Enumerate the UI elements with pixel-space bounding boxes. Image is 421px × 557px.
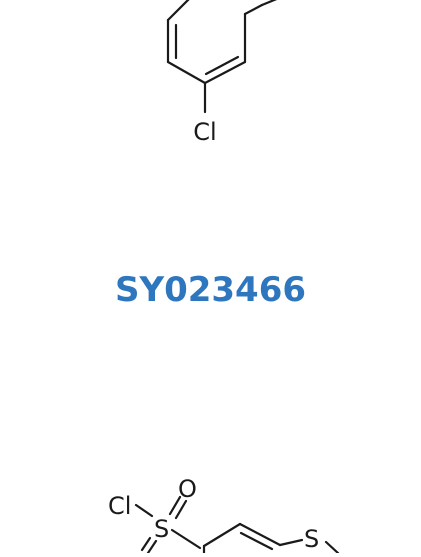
oxygen-atom-label: O — [178, 475, 197, 503]
s-o-double-bond-b — [174, 499, 188, 520]
substituent-stub-bond — [260, 0, 278, 7]
chlorine-atom-label: Cl — [193, 118, 216, 146]
s-o-lower-bond-a — [140, 536, 152, 552]
ring-bond-lower-right — [203, 60, 247, 85]
ring-bond-top-right-inner — [239, 531, 274, 551]
ring-bond-lower-left — [166, 60, 207, 85]
bottom-molecule: Cl S O S — [108, 475, 340, 555]
ring-sulfur-bond-down — [324, 540, 340, 555]
top-molecule: Cl — [166, 0, 278, 146]
ring-bond-top-right — [238, 522, 282, 547]
ring-bond-top — [202, 522, 242, 548]
s-o-double-bond-a — [168, 495, 182, 516]
ring-sulfur-label: S — [304, 525, 319, 553]
sulfonyl-sulfur-label: S — [154, 515, 169, 543]
catalog-code: SY023466 — [114, 270, 307, 310]
ring-bond-lower-right-inner — [204, 55, 240, 76]
s-ring-bond — [170, 528, 202, 550]
ring-bond-to-sulfur — [278, 538, 304, 547]
cl-s-bond — [134, 503, 154, 518]
chlorine-atom-label-bottom: Cl — [108, 492, 131, 520]
s-o-lower-bond-b — [146, 539, 158, 555]
ring-bond-upper-right — [243, 3, 264, 16]
ring-bond-upper-left — [166, 0, 190, 22]
